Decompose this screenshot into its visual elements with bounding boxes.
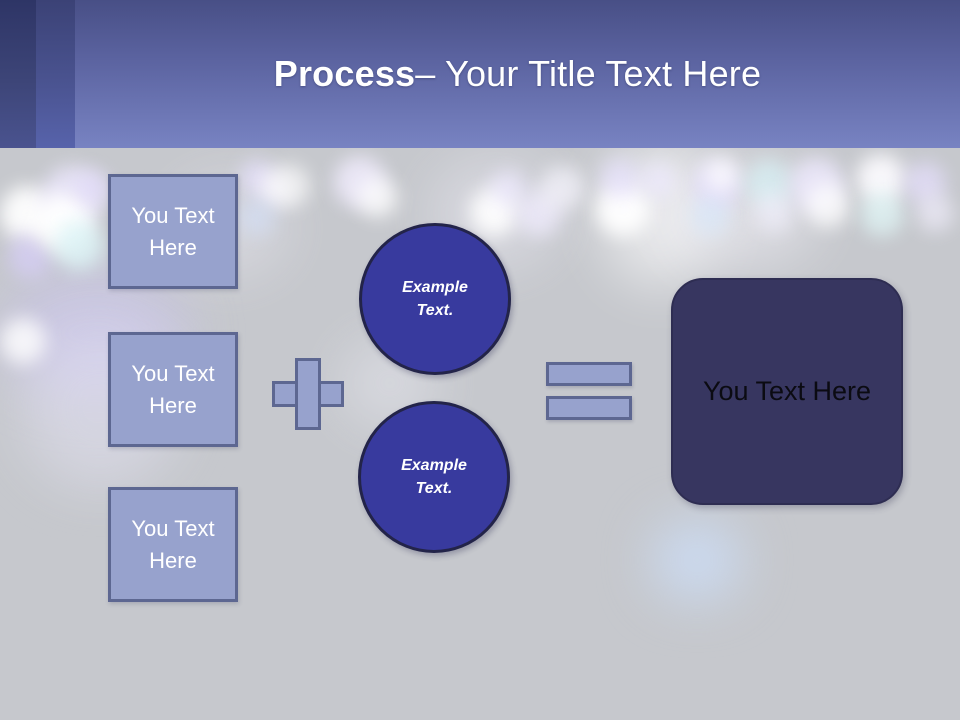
bokeh-dot [860,192,904,236]
equals-sign-icon [546,362,632,420]
bokeh-dot [34,194,92,252]
input-box-label: You Text Here [131,515,215,573]
bokeh-dot [600,158,640,198]
bokeh-dot [0,318,46,364]
header-stripe-dark [0,0,36,148]
bokeh-dot [790,158,844,212]
bokeh-dot [240,160,276,196]
page-title-bold: Process [273,53,416,94]
bokeh-dot [746,160,792,206]
input-box[interactable]: You Text Here [108,487,238,602]
header-stripe-mid [36,0,75,148]
bokeh-dot [690,196,730,236]
equals-bottom-bar [546,396,632,420]
result-box-label: You Text Here [702,376,872,406]
result-box[interactable]: You Text Here [671,278,903,505]
input-box-label: You Text Here [131,202,215,260]
plus-center-fill [298,384,318,404]
bokeh-dot [640,162,676,198]
bokeh-dot [540,166,584,210]
bokeh-glow [660,158,820,268]
bokeh-dot [490,170,526,206]
example-circle-label: Example [402,278,468,296]
page-title-rest: – Your Title Text Here [415,53,762,94]
bokeh-dot [704,158,738,192]
plus-sign-icon [272,358,344,430]
example-circle-label: Example [401,456,467,474]
bokeh-dot [754,192,794,232]
bokeh-dot [904,162,946,204]
bokeh-glow [652,520,742,600]
bokeh-dot [54,220,104,270]
bokeh-dot [266,164,310,208]
bokeh-dot [516,190,562,236]
bokeh-dot [258,176,288,206]
example-circle-label-2: Text. [415,480,453,497]
input-box[interactable]: You Text Here [108,174,238,289]
bokeh-dot [916,194,954,232]
page-title: Process – Your Title Text Here [75,0,960,148]
bokeh-dot [856,154,906,204]
slide-header: Process – Your Title Text Here [0,0,960,148]
bokeh-dot [334,156,386,208]
bokeh-dot [0,186,56,242]
bokeh-dot [596,182,650,236]
input-box-label: You Text Here [131,360,215,418]
bokeh-dot [470,188,518,236]
bokeh-dot [238,198,276,236]
bokeh-dot [358,178,398,218]
bokeh-dot [42,166,104,228]
bokeh-glow [600,148,720,288]
bokeh-dot [806,184,850,228]
bokeh-dot [8,234,52,278]
bokeh-dot [694,162,740,208]
equals-top-bar [546,362,632,386]
bokeh-dot [76,170,110,204]
example-circle-label-2: Text. [416,302,454,319]
input-box[interactable]: You Text Here [108,332,238,447]
